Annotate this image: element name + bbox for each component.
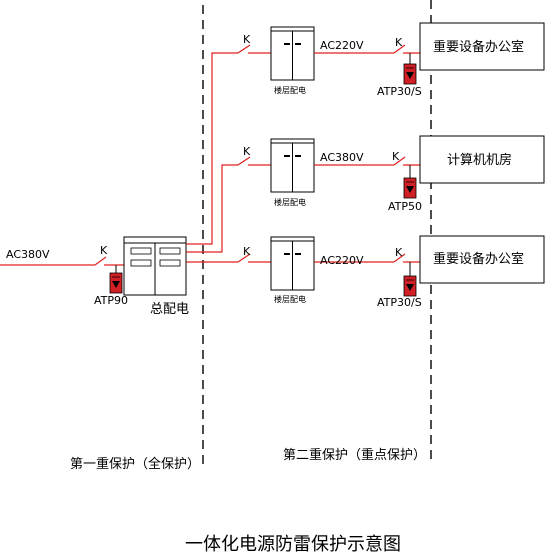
branch-1-switch-out: K [395, 36, 403, 49]
branch-2-protector-icon [403, 177, 417, 199]
main-cabinet-label: 总配电 [150, 302, 189, 317]
main-protector-label: ATP90 [94, 294, 128, 307]
branch-1-destination: 重要设备办公室 [433, 39, 524, 55]
trunk-wires [186, 52, 238, 263]
branch-1-protector-label: ATP30/S [377, 85, 422, 98]
zone-second-label: 第二重保护（重点保护） [283, 447, 426, 463]
diagram-title: 一体化电源防雷保护示意图 [185, 534, 401, 555]
branch-3-voltage: AC220V [320, 254, 364, 267]
branch-2-switch-in: K [243, 145, 251, 158]
branch-3-destination: 重要设备办公室 [433, 251, 524, 267]
branch-2-destination-box [419, 135, 545, 184]
branch-2: K 楼层配电 AC380V K ATP50 计算机机房 [237, 135, 545, 213]
main-input-voltage: AC380V [6, 248, 50, 261]
branch-3-protector-label: ATP30/S [377, 296, 422, 309]
branch-2-cabinet-label: 楼层配电 [274, 197, 306, 207]
branch-3: K 楼层配电 AC220V K ATP30/S 重要设备办公室 [237, 235, 545, 309]
branch-1-protector-icon [403, 63, 417, 85]
branch-2-voltage: AC380V [320, 151, 364, 164]
branch-3-protector-icon [403, 275, 417, 297]
branch-2-protector-label: ATP50 [388, 200, 422, 213]
branch-3-switch-out: K [395, 246, 403, 259]
branch-3-cabinet-label: 楼层配电 [274, 294, 306, 304]
branch-1-switch-in: K [243, 33, 251, 46]
branch-1-cabinet [270, 26, 315, 81]
main-input: AC380V K ATP90 [0, 244, 128, 307]
zone-first-label: 第一重保护（全保护） [70, 456, 200, 472]
branch-1-destination-box [419, 22, 545, 71]
branch-2-switch-out: K [392, 150, 400, 163]
branch-3-switch-in: K [243, 245, 251, 258]
branch-3-destination-box [419, 235, 545, 284]
main-protector-icon [109, 272, 123, 294]
main-input-switch-label: K [100, 244, 108, 257]
branch-2-cabinet [270, 138, 315, 193]
branch-1-voltage: AC220V [320, 39, 364, 52]
branch-2-destination: 计算机机房 [447, 152, 512, 168]
branch-1-cabinet-label: 楼层配电 [274, 85, 306, 95]
main-cabinet: 总配电 [123, 236, 189, 317]
branch-1: K 楼层配电 AC220V K ATP30/S 重要设备办公室 [237, 22, 545, 98]
branch-3-cabinet [270, 236, 315, 291]
